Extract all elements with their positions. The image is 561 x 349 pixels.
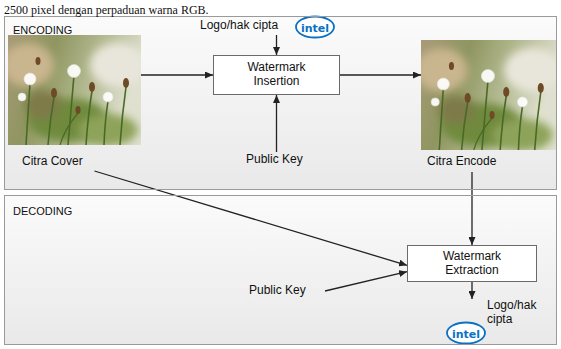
box-label: Watermark Insertion (232, 61, 322, 89)
arrow-connector (471, 172, 472, 245)
node-label: Logo/hak cipta (487, 299, 545, 327)
node-label: Public Key (246, 153, 303, 167)
image-node: Citra Encode (421, 40, 556, 172)
node-label: Public Key (249, 284, 306, 298)
node-label: Citra Cover (22, 155, 83, 169)
cropped-caption: 2500 pixel dengan perpaduan warna RGB. (4, 0, 209, 18)
arrow-connector (340, 74, 421, 75)
panel-heading: DECODING (13, 205, 72, 218)
encoded-photo (415, 40, 561, 151)
cropped-caption: 2500 pixel dengan perpaduan warna RGB. (4, 3, 209, 17)
key-text: Public Key (244, 152, 324, 168)
logo-ring (447, 323, 485, 344)
image-node: Citra Cover (8, 35, 141, 171)
panel-heading: ENCODING (13, 24, 72, 37)
arrow-connector (325, 272, 407, 291)
logo-ring (296, 17, 334, 38)
cover-photo (2, 35, 146, 146)
panel-ground (4, 195, 557, 345)
source-text: Logo/hak cipta (198, 17, 290, 35)
box-label: Watermark Extraction (427, 250, 517, 278)
section-panel: DECODING Watermark ExtractionPublic KeyLo… (4, 195, 557, 345)
key-text: Public Key (247, 283, 325, 299)
logo-text: intel (301, 18, 329, 36)
node-label: Logo/hak cipta (200, 19, 278, 33)
logo-text: intel (301, 22, 329, 35)
arrow-connector (94, 171, 407, 265)
arrow-connector (141, 74, 213, 75)
logo-text: intel (452, 328, 480, 341)
process-box: Watermark Extraction (407, 245, 537, 282)
logo-text: intel (452, 324, 480, 342)
arrow-connector (276, 95, 277, 152)
section-panel: ENCODING Citra Cover Logo/hak ciptaWaterma… (4, 16, 557, 190)
arrow-connector (471, 282, 472, 299)
node-label: Citra Encode (427, 155, 496, 169)
arrow-connector (276, 35, 277, 55)
process-box: Watermark Insertion (213, 55, 340, 95)
